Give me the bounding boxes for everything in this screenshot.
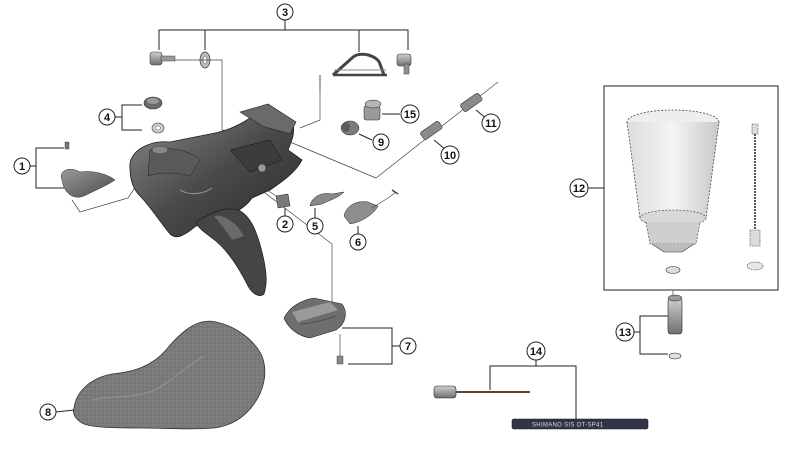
part-3-group — [149, 20, 412, 77]
callout-8-label: 8 — [45, 407, 51, 419]
inner-cable-icon — [433, 385, 530, 399]
callout-10-label: 10 — [444, 150, 456, 162]
callout-3-label: 3 — [282, 7, 288, 19]
part-5-group — [309, 191, 345, 218]
callout-10: 10 — [440, 145, 460, 165]
part-9-group — [340, 120, 373, 141]
part-2-group — [263, 187, 291, 216]
shifter-body-icon — [129, 103, 303, 296]
callout-5-label: 5 — [312, 221, 318, 233]
callout-11: 11 — [481, 113, 501, 133]
callout-6-label: 6 — [355, 237, 361, 249]
cable-housing-icon: SHIMANO SIS OT-SP41 — [511, 418, 649, 430]
cable-housing-print: SHIMANO SIS OT-SP41 — [532, 423, 604, 429]
callout-4-label: 4 — [104, 112, 111, 124]
clamp-band-icon — [331, 52, 387, 77]
part-10-group — [420, 120, 447, 151]
callout-6: 6 — [349, 233, 367, 251]
callout-15-label: 15 — [404, 109, 416, 121]
bolt-right-icon — [396, 53, 412, 75]
part-1-group — [30, 141, 141, 213]
callout-11-label: 11 — [485, 118, 497, 130]
bolt-left-icon — [149, 51, 176, 66]
part-12-group — [588, 85, 779, 296]
callout-15: 15 — [400, 104, 420, 124]
callout-14-label: 14 — [530, 346, 543, 358]
callout-14: 14 — [526, 341, 546, 361]
callout-8: 8 — [39, 403, 57, 421]
part-15-group — [363, 99, 400, 121]
part-4-group — [115, 96, 165, 134]
callout-7-label: 7 — [405, 341, 411, 353]
callout-2: 2 — [276, 215, 294, 233]
part-11-group — [460, 92, 489, 121]
callout-12: 12 — [569, 178, 589, 198]
part-13-group — [634, 294, 683, 360]
callout-2-label: 2 — [282, 219, 288, 231]
callout-5: 5 — [306, 217, 324, 235]
callout-3: 3 — [276, 3, 294, 21]
part-7-group — [283, 297, 400, 365]
callout-9-label: 9 — [378, 137, 384, 149]
part-8-group — [55, 320, 266, 430]
callout-13: 13 — [615, 322, 635, 342]
part-6-group — [343, 189, 399, 234]
part-14-group: SHIMANO SIS OT-SP41 — [433, 360, 649, 430]
bleed-tool-icon — [746, 123, 764, 271]
callout-1-label: 1 — [19, 161, 25, 173]
callout-12-label: 12 — [573, 183, 585, 195]
callout-7: 7 — [399, 337, 417, 355]
callout-4: 4 — [98, 108, 116, 126]
callout-1: 1 — [13, 157, 31, 175]
bleed-cup-icon — [626, 109, 720, 274]
callout-13-label: 13 — [619, 327, 631, 339]
callout-9: 9 — [372, 133, 390, 151]
